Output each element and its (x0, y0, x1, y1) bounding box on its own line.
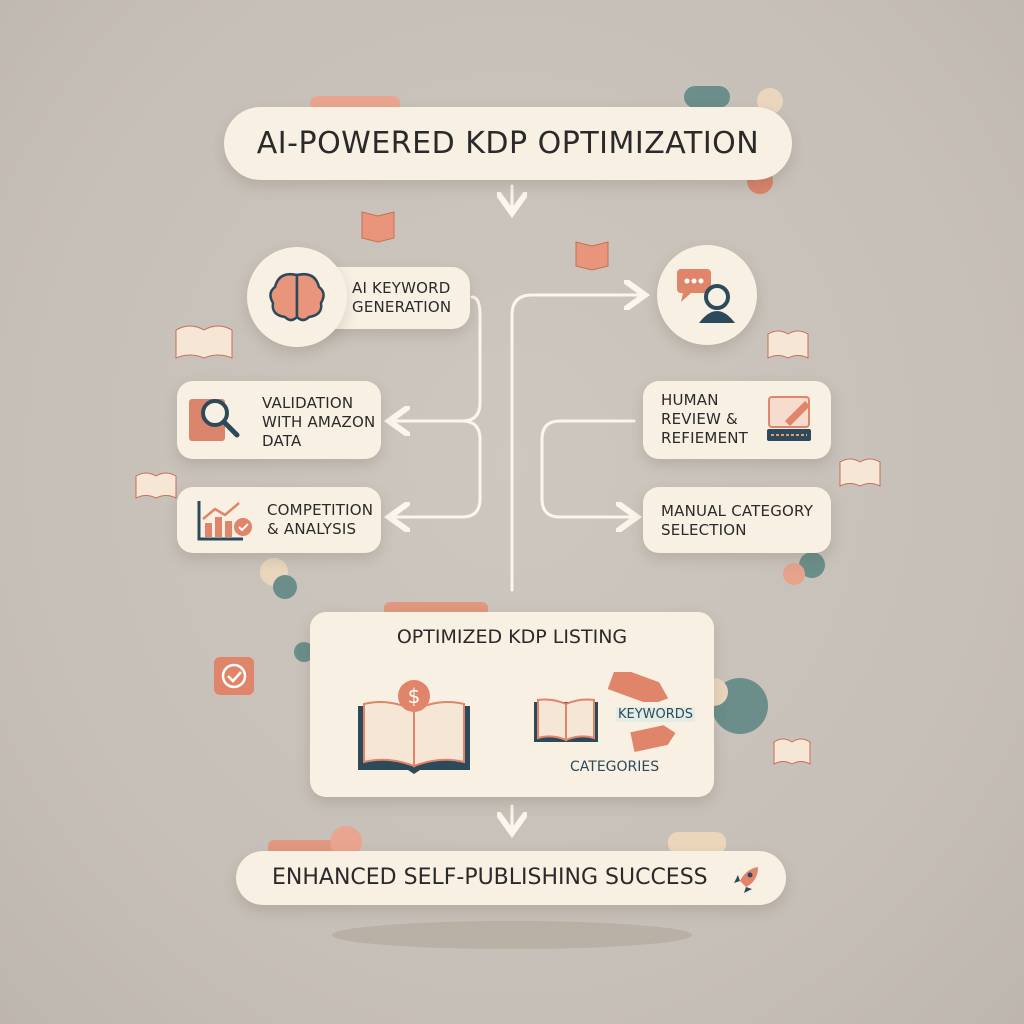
decor-bar (310, 96, 400, 110)
optimized-listing-card: OPTIMIZED KDP LISTING $ KEYWORDS CATEGOR… (310, 612, 714, 797)
decor-bar (668, 832, 726, 854)
checkmark-icon (214, 657, 254, 695)
tag-icon (630, 725, 676, 752)
brain-icon-circle (247, 247, 347, 347)
step-competition: COMPETITION & ANALYSIS (177, 487, 381, 553)
decor-circle (273, 575, 297, 599)
step-label: COMPETITION & ANALYSIS (267, 501, 374, 538)
svg-text:$: $ (408, 684, 421, 708)
title-banner: AI-POWERED KDP OPTIMIZATION (224, 107, 792, 180)
human-review-icon-circle (657, 245, 757, 345)
decor-circle (294, 642, 314, 662)
step-label: VALIDATION WITH AMAZON DATA (262, 394, 376, 450)
step-human-review: HUMAN REVIEW & REFIEMENT (643, 381, 831, 459)
page-title: AI-POWERED KDP OPTIMIZATION (256, 126, 760, 161)
arrow-to-validation (392, 295, 482, 421)
tag-icon (607, 672, 669, 702)
book-dollar-icon: $ (358, 680, 470, 774)
chart-check-icon (197, 501, 252, 541)
magnifier-book-icon (189, 399, 240, 441)
result-banner: ENHANCED SELF-PUBLISHING SUCCESS (236, 851, 786, 905)
arrow-to-human (510, 295, 642, 592)
book-icon (135, 211, 881, 765)
step-label: MANUAL CATEGORY SELECTION (661, 502, 814, 539)
step-validation: VALIDATION WITH AMAZON DATA (177, 381, 381, 459)
brain-icon (269, 273, 325, 322)
categories-label: CATEGORIES (570, 759, 660, 775)
decor-circle (799, 552, 825, 578)
open-book-icon (534, 698, 598, 742)
decor-bar (684, 86, 730, 108)
decor-circle (330, 826, 362, 858)
step-manual-category: MANUAL CATEGORY SELECTION (643, 487, 831, 553)
chat-person-icon (677, 269, 735, 323)
step-label: HUMAN REVIEW & REFIEMENT (661, 391, 749, 447)
keyboard-pencil-icon (767, 396, 811, 441)
listing-title: OPTIMIZED KDP LISTING (396, 626, 628, 648)
rocket-icon (734, 867, 758, 893)
result-label: ENHANCED SELF-PUBLISHING SUCCESS (272, 865, 708, 890)
arrow-to-manual (540, 419, 634, 517)
keywords-label: KEYWORDS (616, 707, 696, 722)
step-label: AI KEYWORD GENERATION (352, 279, 452, 316)
arrow-to-competition (392, 419, 482, 517)
shadow (332, 921, 692, 949)
decor-circle (783, 563, 805, 585)
